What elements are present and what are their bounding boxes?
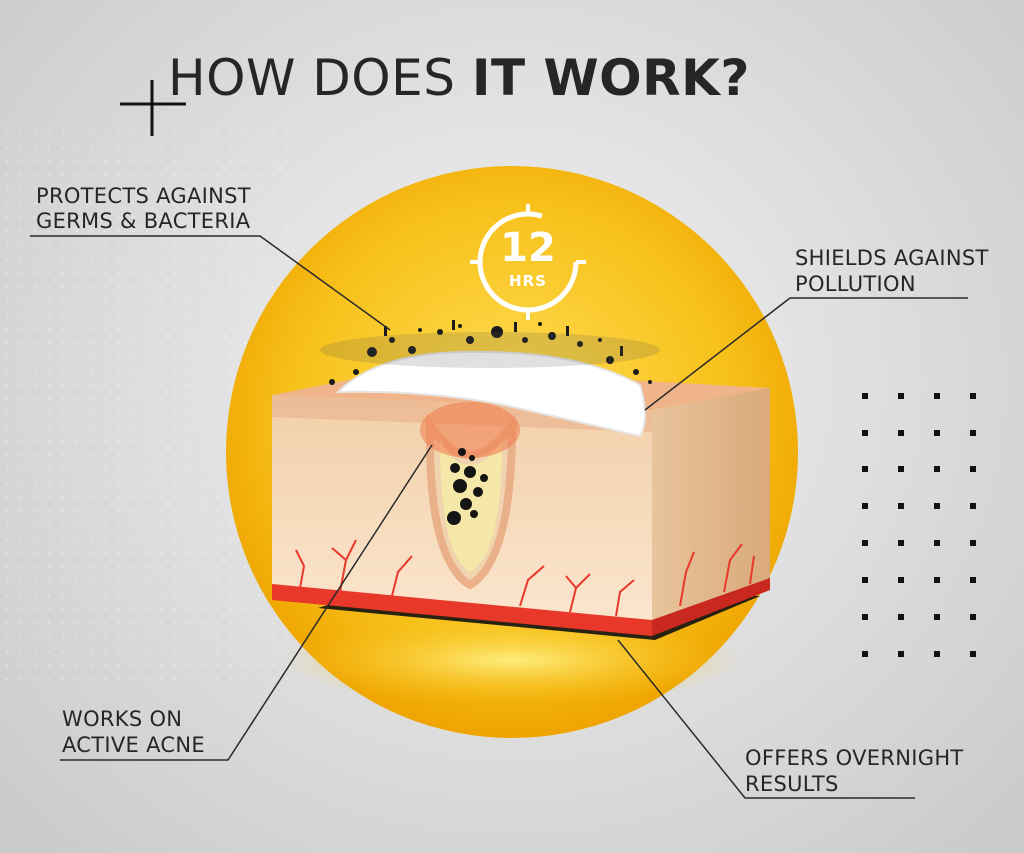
pore-redness [420,402,520,458]
title-bold: IT WORK? [471,49,750,107]
callout-acne-line2: ACTIVE ACNE [62,733,205,757]
callout-overnight-line1: OFFERS OVERNIGHT [745,746,964,770]
skin-block-side [652,388,770,628]
pollution-haze [320,332,660,368]
callout-acne-line1: WORKS ON [62,707,183,731]
dot-grid [862,393,976,657]
callout-germs-line1: PROTECTS AGAINST [36,184,251,208]
page-title: HOW DOES IT WORK? [168,48,750,108]
acne-particles [447,448,488,525]
glow [282,615,742,705]
callout-germs-line2: GERMS & BACTERIA [36,209,251,233]
veins [295,539,755,617]
red-layer-front [272,584,652,636]
leader-lines [30,235,968,799]
clock-icon [470,204,586,320]
title-regular: HOW DOES [168,49,472,107]
red-layer-side [652,578,770,636]
callout-pollution-line1: SHIELDS AGAINST [795,246,989,270]
plus-mark [120,80,186,136]
badge-number: 12 [500,225,556,271]
callout-pollution-line2: POLLUTION [795,272,916,296]
patch-dash [344,356,633,389]
patch [335,350,646,438]
germ-particles [329,320,652,385]
badge-unit: HRS [509,272,547,290]
callout-overnight-line2: RESULTS [745,772,839,796]
